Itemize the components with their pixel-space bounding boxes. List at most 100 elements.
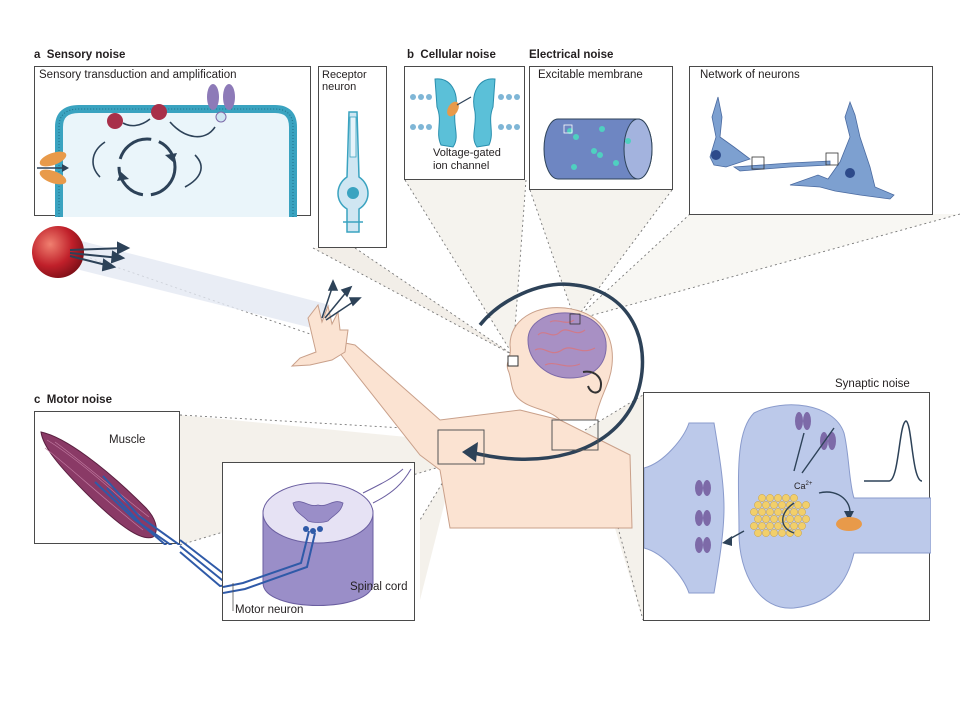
receptor-ligand	[215, 111, 227, 123]
channel-top	[39, 151, 67, 167]
channel-subunit-left	[434, 78, 457, 148]
section-letter-c: c	[34, 394, 41, 406]
vesicle	[750, 508, 758, 516]
grey-matter	[292, 501, 344, 523]
vesicle	[802, 501, 810, 509]
vesicle	[762, 501, 770, 509]
vesicle	[778, 529, 786, 537]
ion-channel-label: Voltage-gated ion channel	[433, 147, 501, 173]
receptor-label-line2: neuron	[322, 81, 357, 93]
synapse-marker-2	[825, 152, 839, 166]
vesicle	[762, 515, 770, 523]
vesicle	[758, 494, 766, 502]
panel-network-of-neurons: Network of neurons	[689, 66, 933, 215]
hand	[290, 303, 349, 367]
panel-ion-channel: Voltage-gated ion channel	[404, 66, 525, 180]
receptors-pre	[695, 480, 711, 553]
membrane-label: Excitable membrane	[538, 69, 643, 81]
vesicle	[770, 515, 778, 523]
eye-marker	[507, 355, 519, 367]
panel-excitable-membrane: Excitable membrane	[529, 66, 673, 190]
channel-subunit-right	[473, 78, 496, 148]
molecule-1	[107, 113, 123, 129]
vesicle	[754, 501, 762, 509]
spinal-cord-diagram	[223, 468, 412, 611]
neuron-left-nucleus	[711, 150, 721, 160]
panel-receptor-neuron: Receptor neuron	[318, 66, 387, 248]
transduction-label: Sensory transduction and amplification	[39, 69, 237, 81]
muscle-diagram	[40, 431, 181, 545]
vesicle	[794, 501, 802, 509]
receptor-left	[207, 84, 219, 110]
vesicle	[778, 515, 786, 523]
section-letter-a: a	[34, 49, 41, 61]
receptor-label-line1: Receptor	[322, 69, 367, 81]
vesicle	[754, 529, 762, 537]
neuron-left	[709, 96, 831, 172]
vesicle	[774, 494, 782, 502]
panel-spinal-cord: Spinal cord Motor neuron	[222, 462, 415, 621]
motor-neuron-somas	[303, 526, 323, 534]
ion-channel-diagram	[410, 78, 520, 148]
vesicle	[766, 494, 774, 502]
ion-channel-label-line2: ion channel	[433, 160, 490, 172]
vesicle	[790, 508, 798, 516]
spinal-path	[582, 370, 602, 394]
vesicle	[774, 522, 782, 530]
finger-arrows	[321, 279, 362, 321]
vesicle	[790, 494, 798, 502]
vesicle	[766, 508, 774, 516]
section-b-header: b Cellular noise	[407, 49, 496, 61]
network-diagram	[709, 96, 895, 200]
vesicle	[762, 529, 770, 537]
vesicle	[766, 522, 774, 530]
calcium-text: Ca	[794, 481, 806, 491]
neck-marker	[551, 419, 599, 451]
nerve-fibres	[94, 475, 181, 545]
beam-network	[575, 214, 960, 320]
red-ball	[32, 226, 84, 278]
vesicle	[794, 515, 802, 523]
synaptic-noise-title: Synaptic noise	[835, 378, 910, 390]
transduction-diagram	[37, 84, 297, 217]
spinal-cord-label: Spinal cord	[350, 581, 408, 593]
presynaptic-terminal	[644, 422, 725, 594]
synapse-diagram	[644, 404, 931, 609]
vesicle-cluster	[750, 494, 810, 537]
arm-and-torso	[328, 339, 633, 529]
vesicle	[794, 529, 802, 537]
calcium-label: Ca2+	[794, 481, 812, 491]
muscle-label: Muscle	[109, 434, 146, 446]
section-a-header: a Sensory noise	[34, 49, 125, 61]
effector-protein	[836, 517, 862, 531]
amplification-cycle	[117, 137, 177, 197]
panel-synaptic-noise: Ca2+	[643, 392, 931, 621]
vesicle	[802, 515, 810, 523]
brain	[527, 312, 607, 379]
receptor-label: Receptor neuron	[322, 69, 367, 93]
vesicle	[754, 515, 762, 523]
receptor-diagram	[337, 111, 369, 233]
neuron-right	[789, 100, 895, 200]
loop-arrow	[469, 282, 645, 461]
cellular-noise-title: Cellular noise	[420, 49, 496, 61]
lipid-bilayer	[410, 94, 520, 130]
molecule-2	[151, 104, 167, 120]
motor-noise-title: Motor noise	[46, 394, 112, 406]
vesicle	[774, 508, 782, 516]
receptor-cell	[337, 111, 369, 233]
motor-neuron-label: Motor neuron	[235, 604, 304, 616]
voltage-sensor	[447, 101, 459, 117]
vesicle	[758, 522, 766, 530]
synapse-marker-1	[751, 156, 765, 170]
vesicle	[770, 529, 778, 537]
calcium-charge: 2+	[805, 481, 813, 487]
channel-bottom	[39, 169, 67, 185]
vesicle	[750, 522, 758, 530]
vesicle	[782, 494, 790, 502]
ion-channel-label-line1: Voltage-gated	[433, 147, 501, 159]
brain-marker	[569, 313, 581, 325]
beam-electrical	[530, 190, 672, 320]
membrane-diagram	[543, 118, 653, 180]
